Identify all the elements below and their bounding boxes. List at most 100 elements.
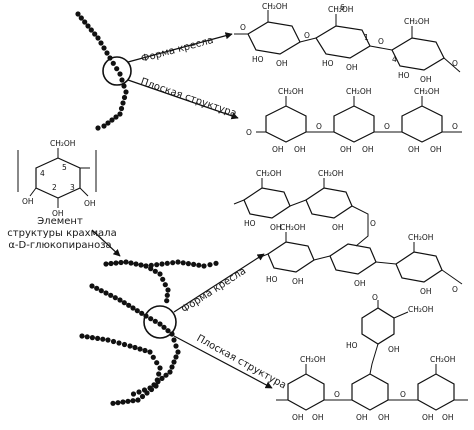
glucose-bead	[95, 35, 101, 41]
glucose-bead	[103, 261, 109, 267]
svg-text:CH₂OH: CH₂OH	[404, 17, 429, 26]
glucose-bead	[169, 364, 175, 370]
glucose-bead	[139, 310, 145, 316]
svg-text:CH₂OH: CH₂OH	[414, 87, 439, 96]
glucose-bead	[108, 260, 114, 267]
svg-text:OH: OH	[420, 75, 432, 84]
svg-text:CH₂OH: CH₂OH	[256, 169, 281, 178]
svg-text:OH: OH	[346, 63, 358, 72]
glucose-bead	[154, 262, 160, 268]
glucose-bead	[89, 335, 95, 341]
svg-text:OH: OH	[84, 199, 96, 208]
glucose-bead	[154, 377, 160, 383]
bottom-chair-branched: CH₂OH CH₂OH CH₂OH CH₂OH HO OH OH HO OH O…	[233, 169, 463, 296]
glucose-bead	[105, 337, 111, 343]
svg-text:OH: OH	[422, 413, 434, 422]
svg-text:CH₂OH: CH₂OH	[328, 5, 353, 14]
glucose-bead	[148, 262, 154, 268]
svg-text:O: O	[246, 128, 252, 137]
svg-text:OH: OH	[294, 145, 306, 154]
glucose-bead	[120, 399, 126, 405]
glucose-bead	[92, 31, 98, 37]
glucose-bead	[157, 365, 163, 371]
glucose-bead	[103, 290, 109, 296]
glucose-bead	[79, 333, 85, 339]
glucose-bead	[154, 360, 160, 366]
glucose-bead	[169, 331, 175, 337]
svg-text:1: 1	[364, 33, 369, 42]
glucose-bead	[101, 123, 107, 129]
svg-text:OH: OH	[356, 413, 368, 422]
svg-text:O: O	[452, 122, 458, 131]
glucose-bead	[164, 292, 170, 298]
bottom-amylopectin-chains	[79, 259, 219, 406]
glucose-bead	[159, 261, 165, 267]
glucose-bead	[118, 105, 125, 112]
svg-text:OH: OH	[378, 413, 390, 422]
glucose-bead	[121, 94, 128, 101]
svg-text:O: O	[452, 59, 458, 68]
svg-text:CH₂OH: CH₂OH	[300, 355, 325, 364]
glucose-bead	[112, 295, 118, 301]
glucose-bead	[173, 343, 179, 349]
bottom-planar-label: Плоская структура	[195, 333, 288, 391]
glucose-bead	[165, 287, 171, 293]
svg-text:OH: OH	[354, 279, 366, 288]
svg-text:2: 2	[52, 183, 57, 192]
svg-text:OH: OH	[272, 145, 284, 154]
glucose-bead	[147, 349, 153, 355]
svg-text:CH₂OH: CH₂OH	[318, 169, 343, 178]
glucose-bead	[175, 349, 181, 355]
glucose-bead	[121, 300, 127, 306]
glucose-bead	[175, 259, 181, 265]
svg-text:OH: OH	[362, 145, 374, 154]
glucose-bead	[114, 66, 120, 72]
caption-line-1: Элемент	[37, 216, 83, 227]
svg-text:O: O	[304, 31, 310, 40]
svg-text:HO: HO	[244, 219, 256, 228]
glucose-bead	[120, 100, 126, 106]
svg-text:OH: OH	[408, 145, 420, 154]
glucose-bead	[134, 308, 140, 314]
glucose-bead	[153, 383, 159, 389]
glucose-bead	[89, 283, 95, 289]
svg-text:O: O	[372, 293, 378, 302]
glucose-bead	[127, 343, 133, 349]
glucose-bead	[100, 336, 106, 342]
glucose-bead	[157, 321, 163, 327]
glucose-bead	[117, 71, 123, 77]
svg-text:O: O	[452, 285, 458, 294]
svg-text:OH: OH	[22, 197, 34, 206]
glucose-bead	[121, 83, 127, 89]
glucose-bead	[213, 260, 219, 266]
svg-text:OH: OH	[292, 277, 304, 286]
svg-text:OH: OH	[430, 145, 442, 154]
glucose-bead	[117, 111, 123, 117]
glucose-bead	[115, 400, 121, 406]
glucose-bead	[117, 297, 123, 303]
svg-text:OH: OH	[340, 145, 352, 154]
glucose-bead	[108, 292, 114, 298]
glucose-bead	[85, 23, 91, 29]
glucose-bead	[110, 60, 116, 66]
svg-text:O: O	[370, 219, 376, 228]
svg-text:OH: OH	[292, 413, 304, 422]
glucose-bead	[130, 391, 137, 397]
glucose-bead	[136, 389, 142, 395]
glucose-bead	[130, 398, 136, 404]
glucose-bead	[123, 259, 129, 265]
svg-text:3: 3	[70, 183, 75, 192]
svg-text:O: O	[316, 122, 322, 131]
top-chair-arrow	[127, 32, 233, 63]
bottom-magnifier-circle	[143, 305, 177, 339]
glucose-bead	[82, 19, 88, 25]
top-chair-chain: CH₂OH CH₂OH CH₂OH HO OH HO OH HO OH O O …	[234, 2, 461, 84]
bottom-planar-arrow	[173, 335, 273, 389]
glucose-bead	[164, 260, 170, 266]
glucose-bead	[116, 340, 122, 346]
svg-text:OH: OH	[52, 209, 64, 218]
glucose-bead	[126, 302, 132, 308]
svg-text:HO: HO	[398, 71, 410, 80]
glucose-bead	[110, 338, 117, 345]
